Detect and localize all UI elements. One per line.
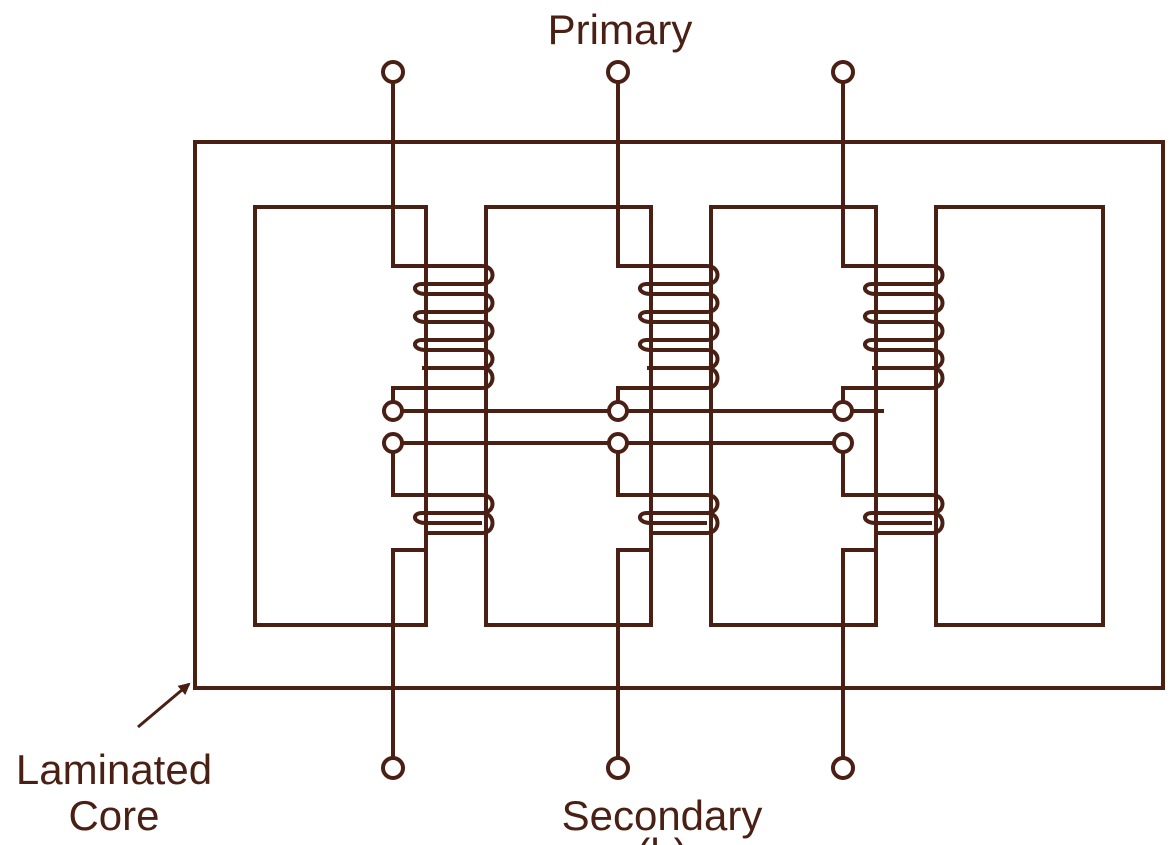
phase-middle-primary-coil-tail bbox=[651, 366, 720, 390]
phase-right-primary-coil-turn-2-left bbox=[863, 310, 877, 324]
phase-right-primary-coil-turn-1-right bbox=[931, 264, 945, 286]
phase-middle-primary-lead-in bbox=[616, 82, 651, 268]
phase-right-primary-coil-turn-3-right bbox=[931, 320, 945, 342]
primary-terminal-left bbox=[381, 60, 405, 84]
phase-left-secondary-coil-turn-1-left bbox=[413, 511, 427, 525]
phase-right-primary-coil-tail bbox=[876, 366, 945, 390]
core-window-left bbox=[253, 205, 428, 627]
phase-left-primary-coil-turn-3-left bbox=[413, 338, 427, 352]
primary-terminal-middle bbox=[606, 60, 630, 84]
phase-middle-secondary-coil-tail bbox=[651, 511, 720, 535]
phase-middle-primary-coil-turn-2-left bbox=[638, 310, 652, 324]
terminals-group bbox=[381, 60, 855, 780]
phase-right-primary-coil-turn-1-left bbox=[863, 282, 877, 296]
phase-right-secondary-coil-tail bbox=[876, 511, 945, 535]
phase-left-primary-coil-turn-2-left bbox=[413, 310, 427, 324]
phase-left-primary-coil-turn-2-right bbox=[481, 292, 495, 314]
phase-left-primary-coil-turn-3-right bbox=[481, 320, 495, 342]
wires-group bbox=[391, 82, 884, 758]
phase-right-primary-lead-in bbox=[841, 82, 876, 268]
phase-left-primary-coil-turn-1-right bbox=[481, 264, 495, 286]
primary-terminal-right bbox=[831, 60, 855, 84]
phase-middle-secondary-lead-out bbox=[616, 548, 651, 758]
phase-right-primary-star-node bbox=[832, 400, 854, 422]
core-label-line1: Laminated bbox=[16, 746, 212, 793]
phase-middle-secondary-lead-in bbox=[616, 443, 651, 497]
secondary-terminal-left bbox=[381, 756, 405, 780]
phase-right-secondary-star-node bbox=[832, 432, 854, 454]
secondary-label: Secondary bbox=[562, 792, 763, 839]
phase-right-primary-coil-turn-2-right bbox=[931, 292, 945, 314]
laminated-core bbox=[193, 140, 1165, 690]
figure-tag-label: (b) bbox=[636, 830, 687, 845]
phase-middle-secondary-coil-turn-1-left bbox=[638, 511, 652, 525]
core-pointer-arrow bbox=[137, 682, 191, 729]
phase-left-secondary-star-node bbox=[382, 432, 404, 454]
phase-left-primary-coil-turn-1-left bbox=[413, 282, 427, 296]
core-label-line2: Core bbox=[68, 792, 159, 839]
phase-middle-primary-coil-turn-2-right bbox=[706, 292, 720, 314]
core-window-middle-right bbox=[709, 205, 878, 627]
phase-middle-primary-coil-turn-3-right bbox=[706, 320, 720, 342]
secondary-terminal-right bbox=[831, 756, 855, 780]
phase-middle-primary-coil-turn-1-left bbox=[638, 282, 652, 296]
phase-left-secondary-coil-tail bbox=[426, 511, 495, 535]
phase-right-secondary-lead-in bbox=[841, 443, 876, 497]
core-window-right bbox=[934, 205, 1105, 627]
primary-label: Primary bbox=[548, 6, 693, 53]
phase-right-secondary-lead-out bbox=[841, 548, 876, 758]
core-window-middle-left bbox=[484, 205, 653, 627]
phase-right-primary-coil-turn-3-left bbox=[863, 338, 877, 352]
phase-middle-secondary-star-node bbox=[607, 432, 629, 454]
phase-middle-primary-star-node bbox=[607, 400, 629, 422]
phase-middle-primary-coil-turn-3-left bbox=[638, 338, 652, 352]
windings-group bbox=[413, 264, 945, 535]
phase-left-primary-lead-in bbox=[391, 82, 426, 268]
phase-left-secondary-lead-in bbox=[391, 443, 426, 497]
phase-left-secondary-lead-out bbox=[391, 548, 426, 758]
phase-right-secondary-coil-turn-1-left bbox=[863, 511, 877, 525]
secondary-terminal-middle bbox=[606, 756, 630, 780]
phase-left-primary-coil-tail bbox=[426, 366, 495, 390]
phase-left-primary-star-node bbox=[382, 400, 404, 422]
core-outer-edge bbox=[193, 140, 1165, 690]
phase-middle-primary-coil-turn-1-right bbox=[706, 264, 720, 286]
